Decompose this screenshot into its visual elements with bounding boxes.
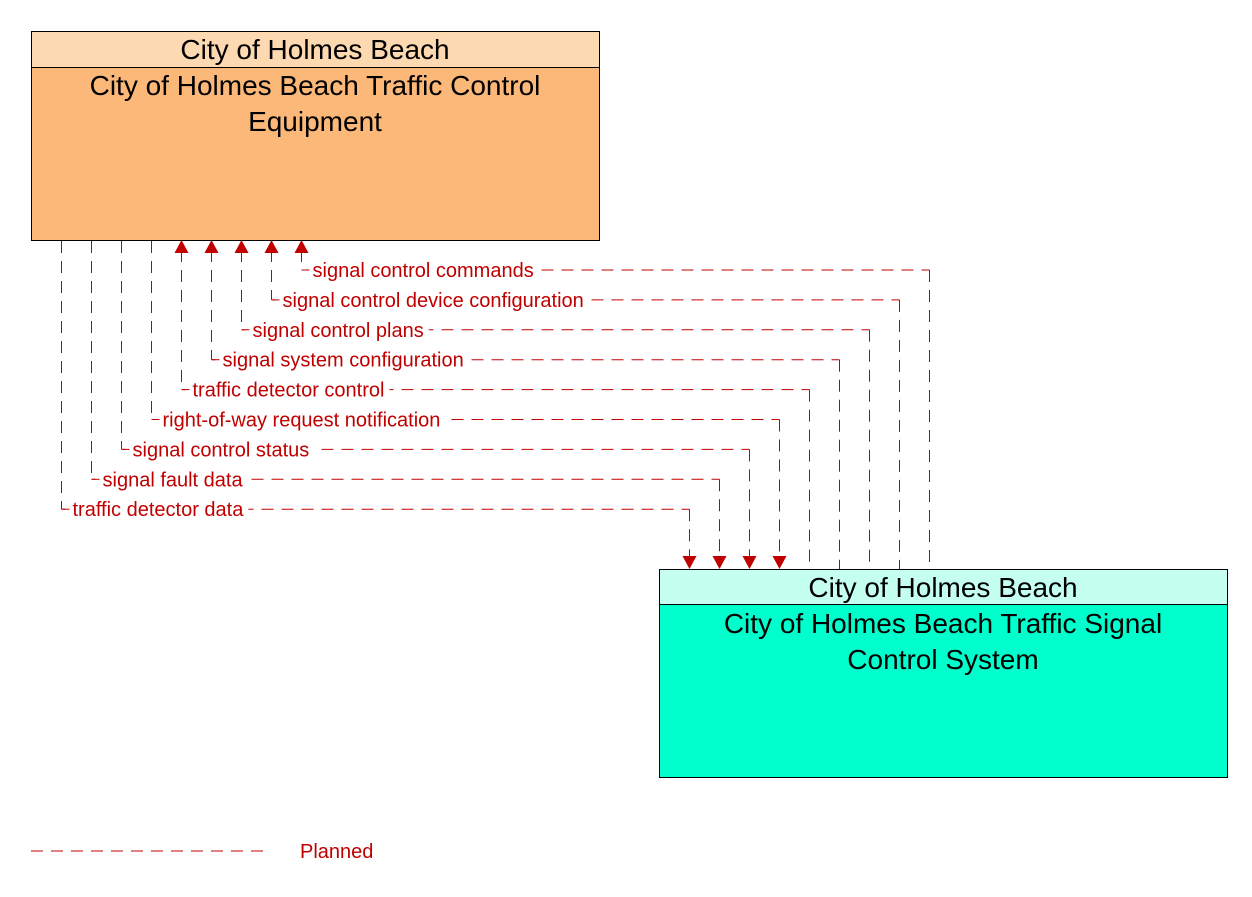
arrow-up-icon xyxy=(234,240,249,253)
source-body xyxy=(31,67,600,241)
legend-planned-label: Planned xyxy=(300,841,373,863)
arrow-down-icon xyxy=(742,556,757,569)
flow-label: traffic detector data xyxy=(73,499,245,521)
flow-traffic-detector-data[interactable]: traffic detector data xyxy=(61,241,697,569)
flow-signal-system-configuration[interactable]: signal system configuration xyxy=(204,240,840,569)
flow-label-background xyxy=(65,497,249,522)
flow-right-of-way-request-notification[interactable]: right-of-way request notification xyxy=(151,241,787,569)
source-name-line-2: Equipment xyxy=(248,106,382,137)
flow-label: signal fault data xyxy=(103,469,244,491)
target-body xyxy=(659,604,1228,778)
arrow-up-icon xyxy=(204,240,219,253)
target-name-line-1: City of Holmes Beach Traffic Signal xyxy=(724,608,1162,639)
target-name-line-2: Control System xyxy=(847,644,1038,675)
flow-label: signal control commands xyxy=(313,260,534,282)
source-owner: City of Holmes Beach xyxy=(180,34,449,65)
source-name-line-1: City of Holmes Beach Traffic Control xyxy=(90,70,541,101)
flow-label-background xyxy=(245,317,429,342)
flow-label-background xyxy=(155,407,446,432)
flow-label-background xyxy=(215,347,469,372)
arrow-up-icon xyxy=(264,240,279,253)
flow-label: signal system configuration xyxy=(223,350,464,372)
source-header xyxy=(31,31,600,68)
arrow-down-icon xyxy=(712,556,727,569)
flow-label-background xyxy=(125,437,315,462)
flow-label: signal control plans xyxy=(253,320,424,342)
flow-signal-control-status[interactable]: signal control status xyxy=(121,241,757,569)
arrow-up-icon xyxy=(174,240,189,253)
flow-traffic-detector-control[interactable]: traffic detector control xyxy=(174,240,810,569)
target-element[interactable]: City of Holmes Beach City of Holmes Beac… xyxy=(659,569,1228,778)
flow-label: traffic detector control xyxy=(193,380,385,402)
flow-label-background xyxy=(305,258,539,282)
flow-signal-control-device-configuration[interactable]: signal control device configuration xyxy=(264,240,900,569)
flow-label-background xyxy=(95,467,248,492)
flow-signal-control-plans[interactable]: signal control plans xyxy=(234,240,870,569)
flow-label-background xyxy=(275,287,589,312)
flow-label: right-of-way request notification xyxy=(163,410,441,432)
legend: Planned xyxy=(31,841,373,863)
flow-label-background xyxy=(185,377,390,402)
flow-signal-fault-data[interactable]: signal fault data xyxy=(91,241,727,569)
arrow-down-icon xyxy=(682,556,697,569)
arrow-up-icon xyxy=(294,240,309,253)
flow-signal-control-commands[interactable]: signal control commands xyxy=(294,240,930,569)
flow-label: signal control device configuration xyxy=(283,290,584,312)
arrow-down-icon xyxy=(772,556,787,569)
target-owner: City of Holmes Beach xyxy=(808,572,1077,603)
target-header xyxy=(659,569,1228,605)
source-element[interactable]: City of Holmes Beach City of Holmes Beac… xyxy=(31,31,600,241)
flow-label: signal control status xyxy=(133,439,310,461)
